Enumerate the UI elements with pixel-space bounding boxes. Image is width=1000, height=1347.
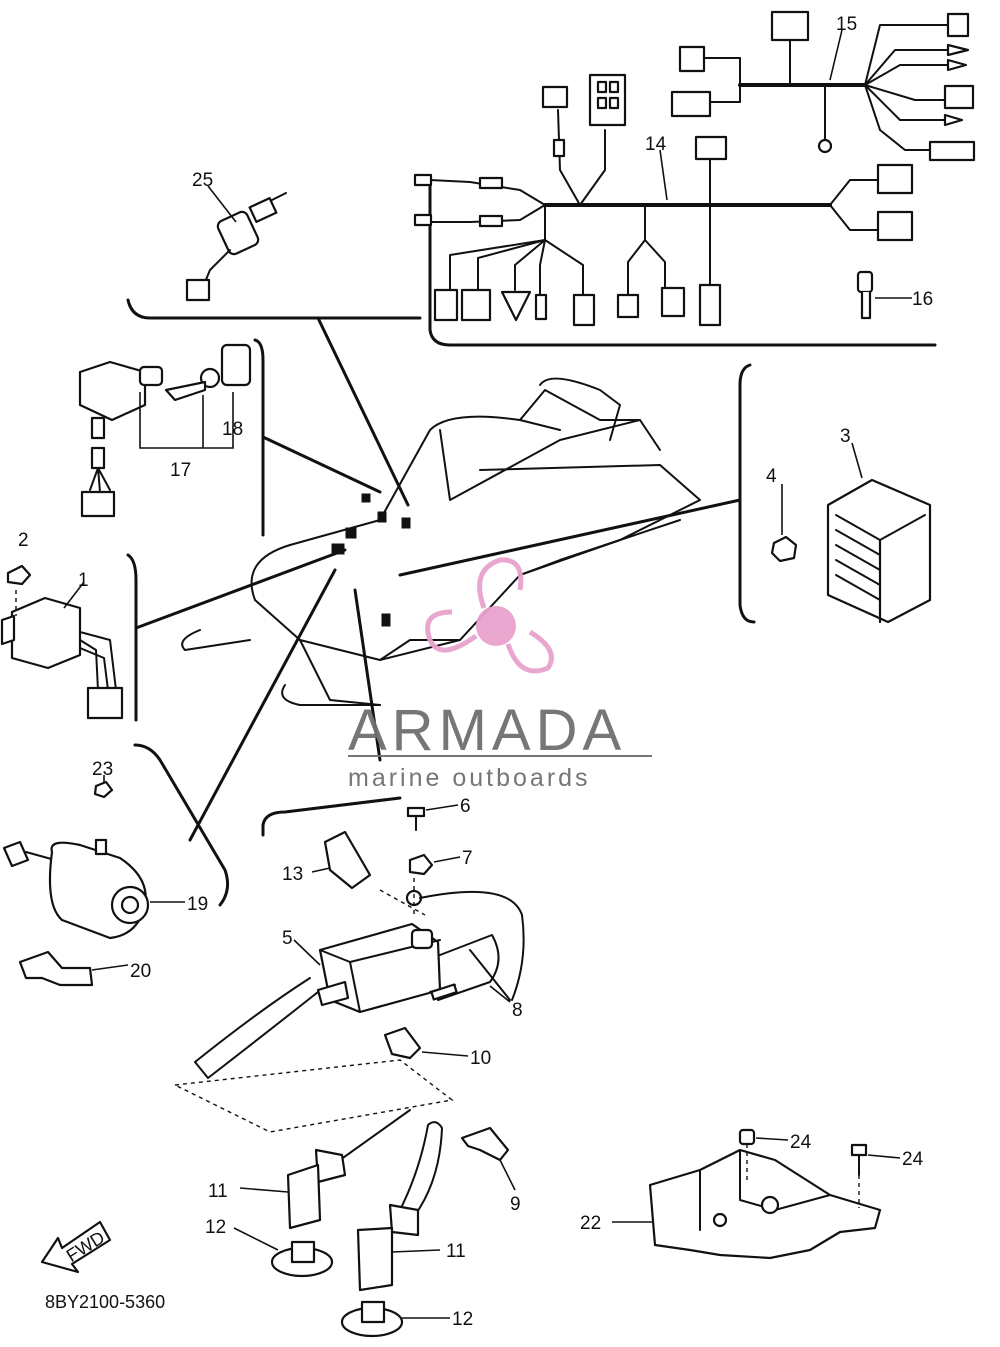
callout-25: 25	[192, 170, 213, 191]
callout-18: 16	[912, 289, 933, 310]
callout-12b: 12	[452, 1309, 473, 1330]
leader-lines	[133, 316, 742, 907]
callout-23: 24	[790, 1132, 812, 1153]
callout-1: 1	[78, 570, 89, 591]
callout-14: 17	[170, 460, 191, 481]
wire-harness-group: 16 14 15	[413, 10, 976, 347]
watermark-brand: ARMADA	[348, 698, 626, 763]
mount-bracket-group: 24 24 22	[580, 1128, 924, 1260]
regulator-group: 4 3	[738, 363, 932, 624]
diagram-code: 8BY2100-5360	[45, 1292, 165, 1312]
switch-25-group: 25	[126, 170, 422, 320]
main-switch-group: 17 18	[78, 338, 265, 537]
callout-19: 19	[187, 894, 208, 915]
forward-arrow: FWD	[40, 1220, 112, 1274]
callout-11a: 11	[208, 1181, 228, 1202]
callout-3: 3	[840, 426, 851, 447]
callout-6: 6	[460, 796, 471, 817]
callout-15: 18	[222, 419, 243, 440]
callout-13: 13	[282, 864, 303, 885]
callout-16: 14	[645, 134, 667, 155]
snowmobile-outline	[181, 377, 701, 706]
callout-17: 15	[836, 14, 857, 35]
callout-9: 9	[510, 1194, 521, 1215]
callout-7: 7	[462, 848, 473, 869]
callout-20: 20	[130, 961, 151, 982]
switch-19-group: 23 19 20	[2, 759, 208, 987]
callout-12a: 12	[205, 1217, 226, 1238]
callout-4: 4	[766, 466, 777, 487]
ignition-coil-group: 5 6 7 8 13 10 9 11	[172, 796, 525, 1338]
callout-11b: 11	[446, 1241, 466, 1262]
callout-5: 5	[282, 928, 293, 949]
callout-2: 2	[18, 530, 29, 551]
cdi-unit-group: 2 1	[0, 530, 138, 722]
callout-22: 22	[580, 1213, 601, 1234]
watermark-tagline: marine outboards	[348, 764, 591, 792]
armada-watermark: ARMADA marine outboards	[348, 557, 652, 792]
callout-24: 24	[902, 1149, 924, 1170]
callout-8: 8	[512, 1000, 523, 1021]
propeller-logo	[425, 557, 554, 674]
callout-10: 10	[470, 1048, 491, 1069]
callout-21: 23	[92, 759, 113, 780]
